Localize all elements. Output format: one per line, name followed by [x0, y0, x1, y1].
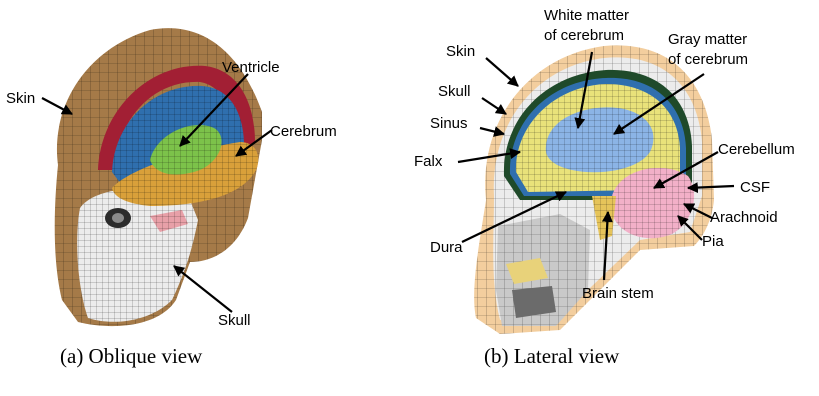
lateral-label-pia: Pia	[702, 233, 724, 250]
lateral-skull-leader	[482, 98, 506, 114]
oblique-view-panel: Skin Ventricle Cerebrum Skull	[6, 28, 337, 329]
lateral-label-skin: Skin	[446, 43, 475, 60]
oblique-label-cerebrum: Cerebrum	[270, 123, 337, 140]
lateral-label-sinus: Sinus	[430, 115, 468, 132]
lateral-label-white-matter-line2: of cerebrum	[544, 27, 624, 44]
lateral-label-cerebellum: Cerebellum	[718, 141, 795, 158]
oblique-skull-mesh	[77, 189, 198, 322]
caption-lateral-view: (b) Lateral view	[484, 344, 619, 369]
lateral-view-panel: Skin Skull Sinus Falx Dura White matter …	[414, 7, 795, 334]
lateral-label-csf: CSF	[740, 179, 770, 196]
lateral-label-gray-matter-line2: of cerebrum	[668, 51, 748, 68]
oblique-label-skull: Skull	[218, 312, 251, 329]
lateral-label-arachnoid: Arachnoid	[710, 209, 778, 226]
lateral-label-dura: Dura	[430, 239, 463, 256]
lateral-label-white-matter-line1: White matter	[544, 7, 629, 24]
lateral-label-gray-matter-line1: Gray matter	[668, 31, 747, 48]
lateral-label-skull: Skull	[438, 83, 471, 100]
head-model-diagram: Skin Ventricle Cerebrum Skull	[0, 0, 819, 340]
lateral-label-falx: Falx	[414, 153, 443, 170]
lateral-skin-leader	[486, 58, 518, 86]
oblique-eye	[112, 213, 124, 223]
lateral-label-brain-stem: Brain stem	[582, 285, 654, 302]
oblique-label-skin: Skin	[6, 90, 35, 107]
oblique-skull-leader	[174, 266, 232, 312]
caption-oblique-view: (a) Oblique view	[60, 344, 202, 369]
oblique-label-ventricle: Ventricle	[222, 59, 280, 76]
